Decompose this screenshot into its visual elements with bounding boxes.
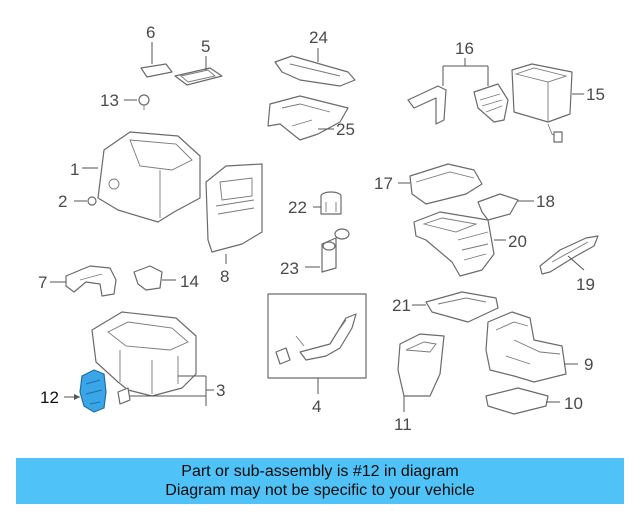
part-5[interactable]: [174, 56, 223, 86]
part-22[interactable]: [313, 191, 342, 215]
part-10[interactable]: [485, 387, 560, 415]
part-1[interactable]: [82, 131, 201, 223]
callout-16[interactable]: 16: [455, 39, 474, 58]
callout-4[interactable]: 4: [312, 397, 321, 416]
callout-10[interactable]: 10: [564, 394, 583, 413]
exploded-parts-diagram: 6 5 13 24 25: [38, 23, 605, 434]
callout-20[interactable]: 20: [508, 232, 527, 251]
callout-18[interactable]: 18: [536, 192, 555, 211]
part-16[interactable]: [407, 58, 509, 125]
part-19[interactable]: [539, 235, 599, 275]
part-11[interactable]: [397, 333, 445, 412]
callout-11[interactable]: 11: [394, 415, 412, 434]
callout-3[interactable]: 3: [216, 381, 225, 400]
callout-24[interactable]: 24: [309, 28, 328, 47]
part-15[interactable]: [511, 63, 584, 143]
part-12-highlighted[interactable]: [64, 369, 107, 413]
part-8[interactable]: [205, 163, 263, 264]
part-9[interactable]: [485, 311, 578, 383]
callout-19[interactable]: 19: [576, 275, 595, 294]
callout-17[interactable]: 17: [374, 174, 393, 193]
part-25[interactable]: [267, 95, 349, 141]
callout-12[interactable]: 12: [40, 388, 59, 407]
part-13[interactable]: [124, 94, 150, 110]
part-24[interactable]: [274, 48, 356, 87]
callout-21[interactable]: 21: [392, 296, 411, 315]
callout-6[interactable]: 6: [146, 23, 155, 42]
callout-22[interactable]: 22: [288, 198, 307, 217]
part-20[interactable]: [413, 211, 506, 277]
part-14[interactable]: [133, 265, 176, 291]
callout-7[interactable]: 7: [38, 273, 47, 292]
part-3[interactable]: [91, 311, 214, 406]
callout-14[interactable]: 14: [180, 272, 199, 291]
info-banner: Part or sub-assembly is #12 in diagram D…: [16, 458, 624, 504]
callout-9[interactable]: 9: [584, 355, 593, 374]
part-4[interactable]: [267, 293, 367, 394]
part-2[interactable]: [74, 196, 97, 206]
callout-15[interactable]: 15: [586, 85, 605, 104]
part-21[interactable]: [412, 291, 499, 323]
banner-line-2: Diagram may not be specific to your vehi…: [165, 482, 475, 499]
callout-8[interactable]: 8: [220, 267, 229, 286]
callout-13[interactable]: 13: [100, 91, 119, 110]
callout-5[interactable]: 5: [201, 37, 210, 56]
callout-2[interactable]: 2: [58, 192, 67, 211]
part-18[interactable]: [477, 193, 534, 221]
callout-1[interactable]: 1: [70, 160, 79, 179]
part-6[interactable]: [140, 42, 173, 78]
part-17[interactable]: [398, 163, 483, 205]
part-7[interactable]: [50, 265, 117, 297]
callout-23[interactable]: 23: [280, 259, 299, 278]
part-23[interactable]: [305, 228, 350, 273]
banner-line-1: Part or sub-assembly is #12 in diagram: [181, 463, 459, 480]
callout-25[interactable]: 25: [336, 120, 355, 139]
